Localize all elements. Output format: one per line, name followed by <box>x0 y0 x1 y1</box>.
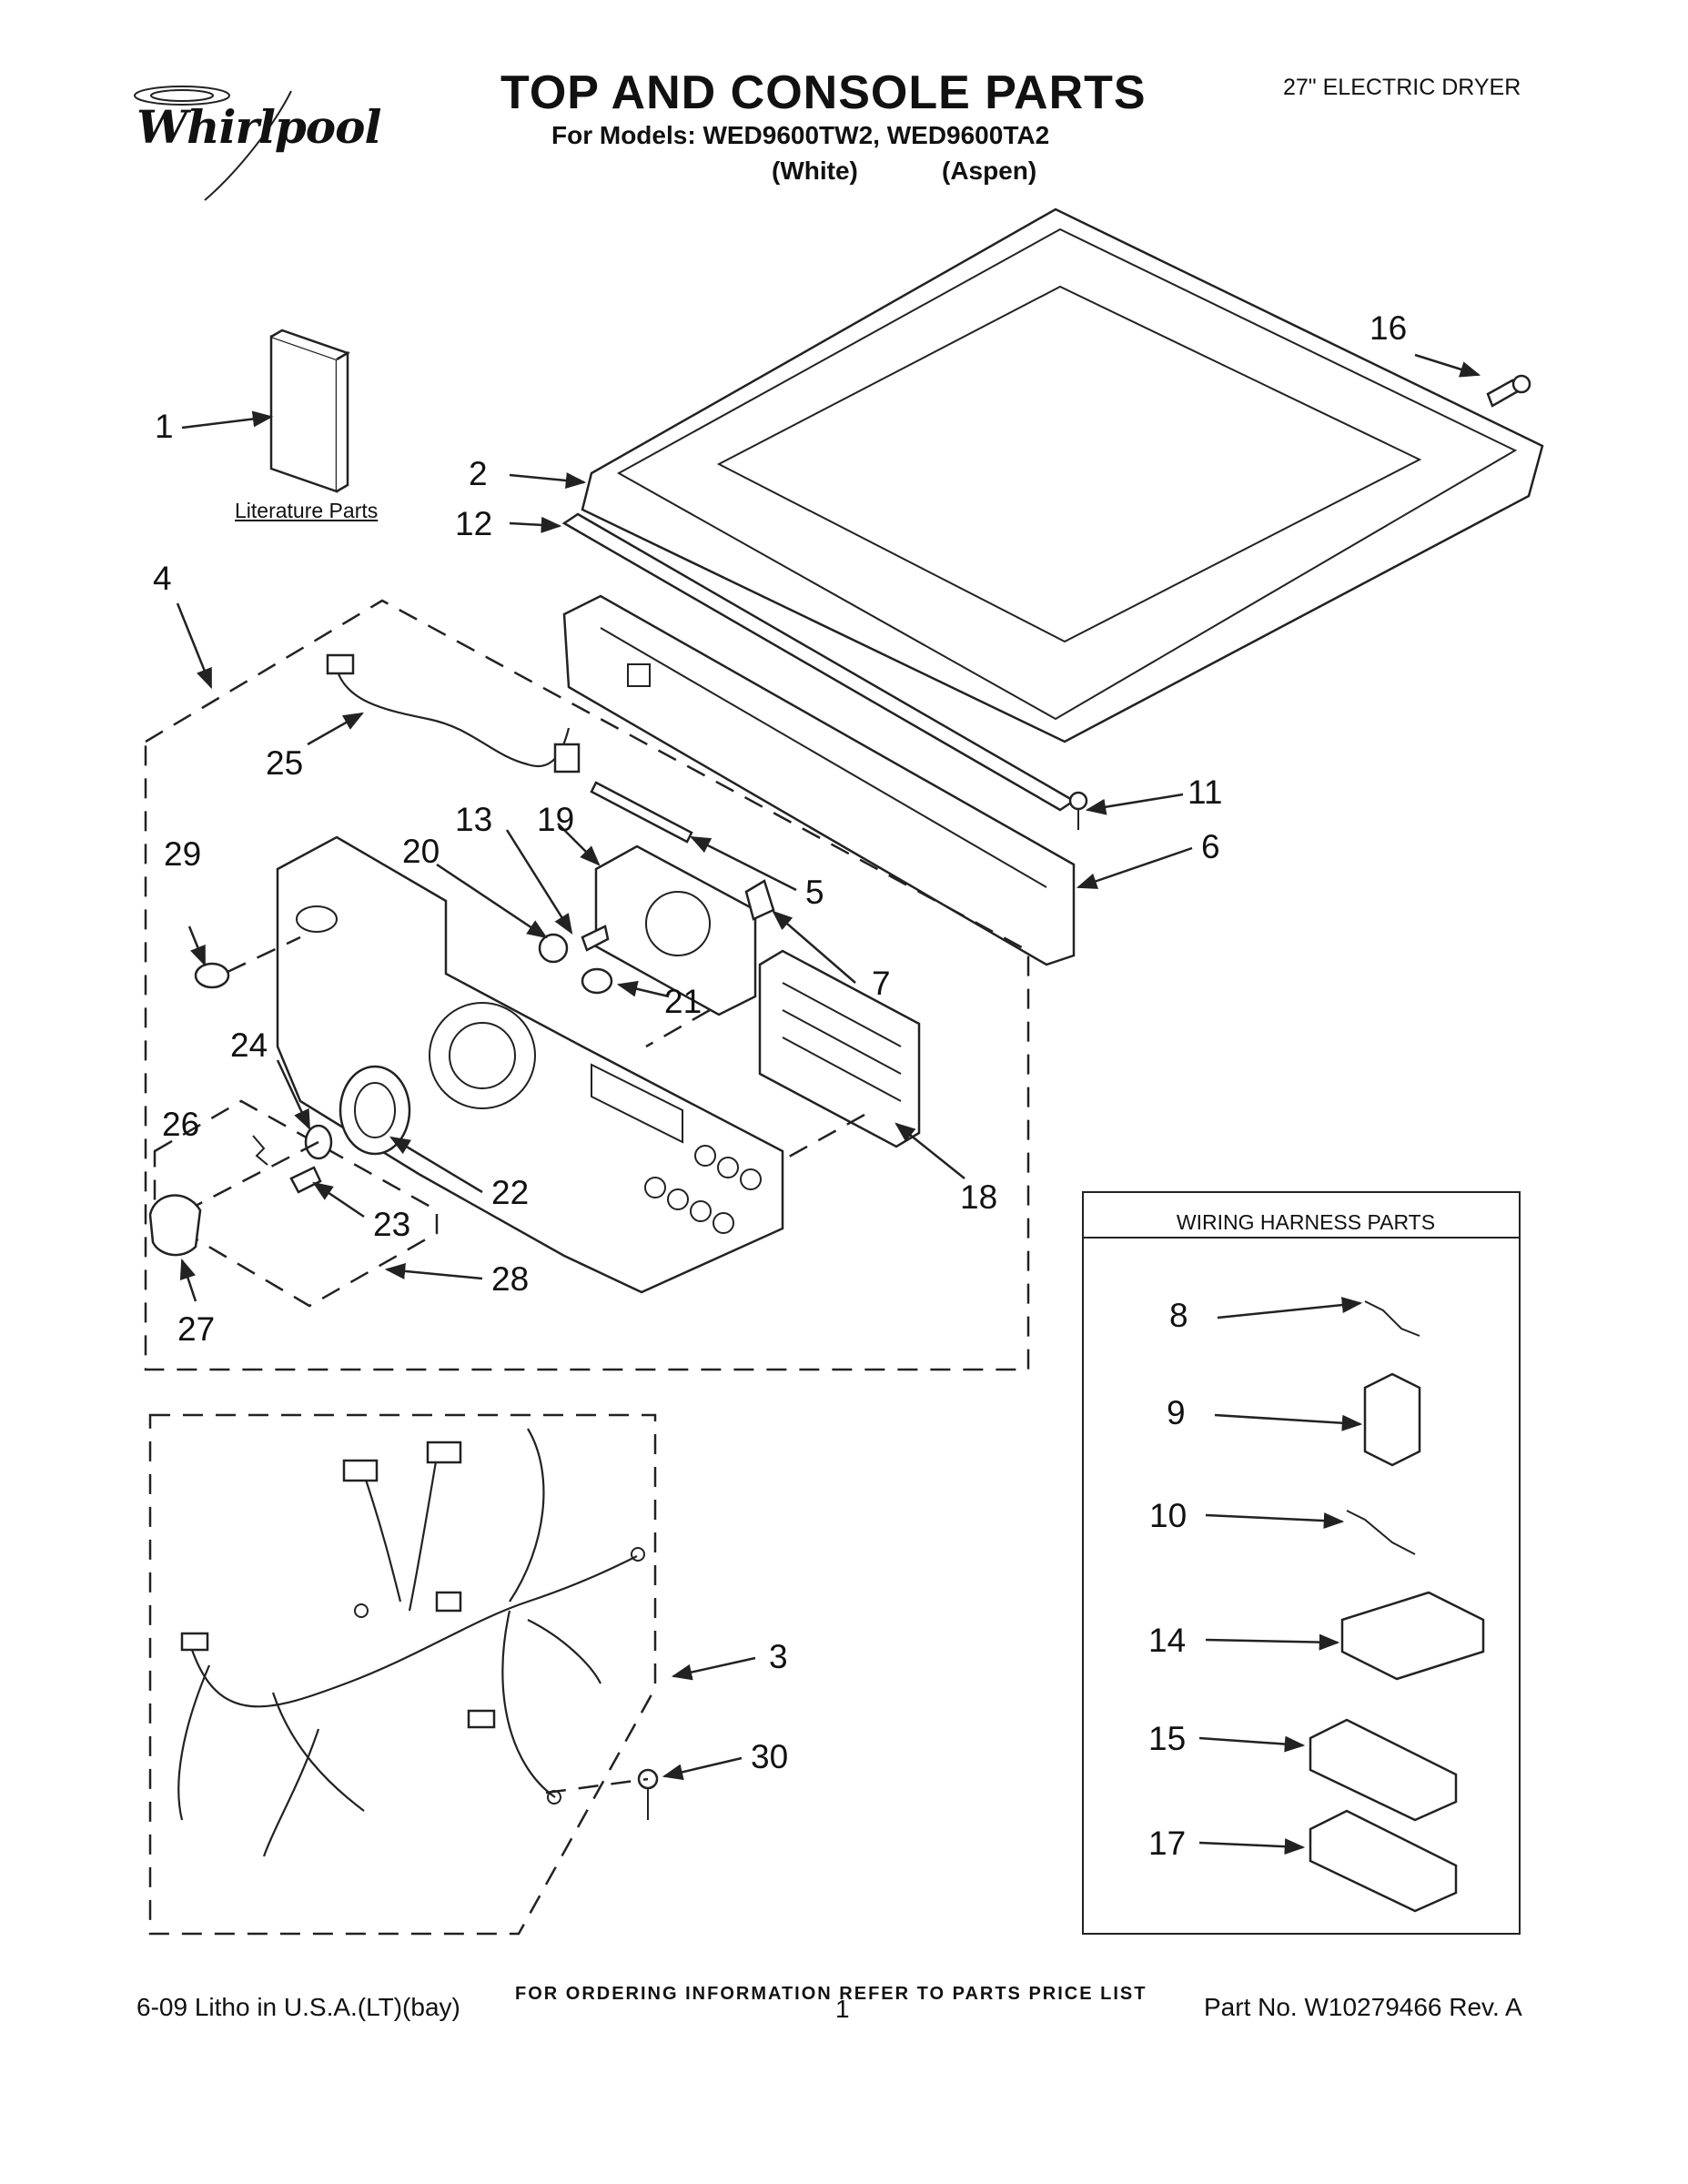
callout-19: 19 <box>537 801 575 838</box>
literature-book <box>269 329 350 493</box>
callout-26: 26 <box>162 1106 200 1143</box>
color-white-label: (White) <box>772 157 858 185</box>
knob-ring <box>339 1065 411 1156</box>
callout-4: 4 <box>153 560 172 597</box>
callout-2: 2 <box>469 455 488 492</box>
console-harness <box>335 668 571 767</box>
callout-25: 25 <box>266 744 304 782</box>
callout-5: 5 <box>805 874 824 911</box>
callout-20: 20 <box>402 833 440 870</box>
product-type: 27" ELECTRIC DRYER <box>1283 75 1521 100</box>
callout-10: 10 <box>1149 1497 1188 1534</box>
console-panel <box>276 835 784 1294</box>
callout-24: 24 <box>230 1026 268 1064</box>
callout-28: 28 <box>491 1260 530 1298</box>
litho-info: 6-09 Litho in U.S.A.(LT)(bay) <box>136 1993 460 2021</box>
top-panel <box>581 207 1544 743</box>
callout-13: 13 <box>455 801 493 838</box>
callout-14: 14 <box>1148 1622 1187 1659</box>
connector-9 <box>1363 1372 1421 1467</box>
callout-6: 6 <box>1201 828 1220 865</box>
console-assembly-boundary <box>144 599 1030 1371</box>
wiring-harness-parts-box <box>1082 1191 1521 1935</box>
tie-strap <box>590 781 693 844</box>
callout-21: 21 <box>664 983 702 1020</box>
callout-22: 22 <box>491 1174 530 1211</box>
ordering-info: FOR ORDERING INFORMATION REFER TO PARTS … <box>515 1984 1147 2004</box>
page-number: 1 <box>835 1995 850 2023</box>
callout-9: 9 <box>1167 1394 1186 1431</box>
callout-15: 15 <box>1148 1720 1187 1757</box>
color-aspen-label: (Aspen) <box>942 157 1037 185</box>
connector-14 <box>1340 1591 1485 1681</box>
screw-30 <box>637 1768 659 1820</box>
whirlpool-logo-swirl <box>134 86 292 201</box>
control-bracket <box>744 879 775 921</box>
badge <box>194 962 230 989</box>
callout-8: 8 <box>1169 1297 1188 1334</box>
callout-18: 18 <box>960 1178 998 1216</box>
terminal-8 <box>1364 1300 1420 1337</box>
terminal-10 <box>1346 1510 1416 1555</box>
callout-11: 11 <box>1188 774 1223 811</box>
callout-7: 7 <box>872 965 891 1002</box>
literature-parts-label: Literature Parts <box>235 499 379 522</box>
callout-1: 1 <box>155 408 174 445</box>
wiring-harness-parts-title: WIRING HARNESS PARTS <box>1176 1210 1436 1234</box>
knob <box>148 1194 202 1257</box>
page-title: TOP AND CONSOLE PARTS <box>500 66 1147 119</box>
callout-30: 30 <box>751 1738 789 1775</box>
connector-17 <box>1309 1809 1458 1913</box>
actuator-13 <box>581 925 610 952</box>
callout-3: 3 <box>769 1638 788 1675</box>
screw-16 <box>1486 374 1531 408</box>
main-wire-harness <box>148 1413 657 1936</box>
callout-17: 17 <box>1148 1825 1187 1862</box>
spring-26 <box>252 1135 268 1166</box>
console-bracket <box>562 594 1076 966</box>
callout-12: 12 <box>455 505 493 542</box>
connector-15 <box>1309 1718 1458 1822</box>
callout-27: 27 <box>177 1310 216 1348</box>
ui-circuit-board <box>758 949 921 1148</box>
part-number: Part No. W10279466 Rev. A <box>1204 1993 1522 2021</box>
callout-29: 29 <box>164 835 202 873</box>
bearing-21 <box>581 967 613 995</box>
callout-23: 23 <box>373 1206 411 1243</box>
callout-16: 16 <box>1370 309 1408 347</box>
brand-logo: Whirlpool <box>136 100 381 154</box>
clip-23 <box>289 1166 322 1194</box>
model-subtitle: For Models: WED9600TW2, WED9600TA2 <box>551 121 1050 149</box>
gear-20 <box>538 933 569 964</box>
screw-11 <box>1068 791 1088 830</box>
